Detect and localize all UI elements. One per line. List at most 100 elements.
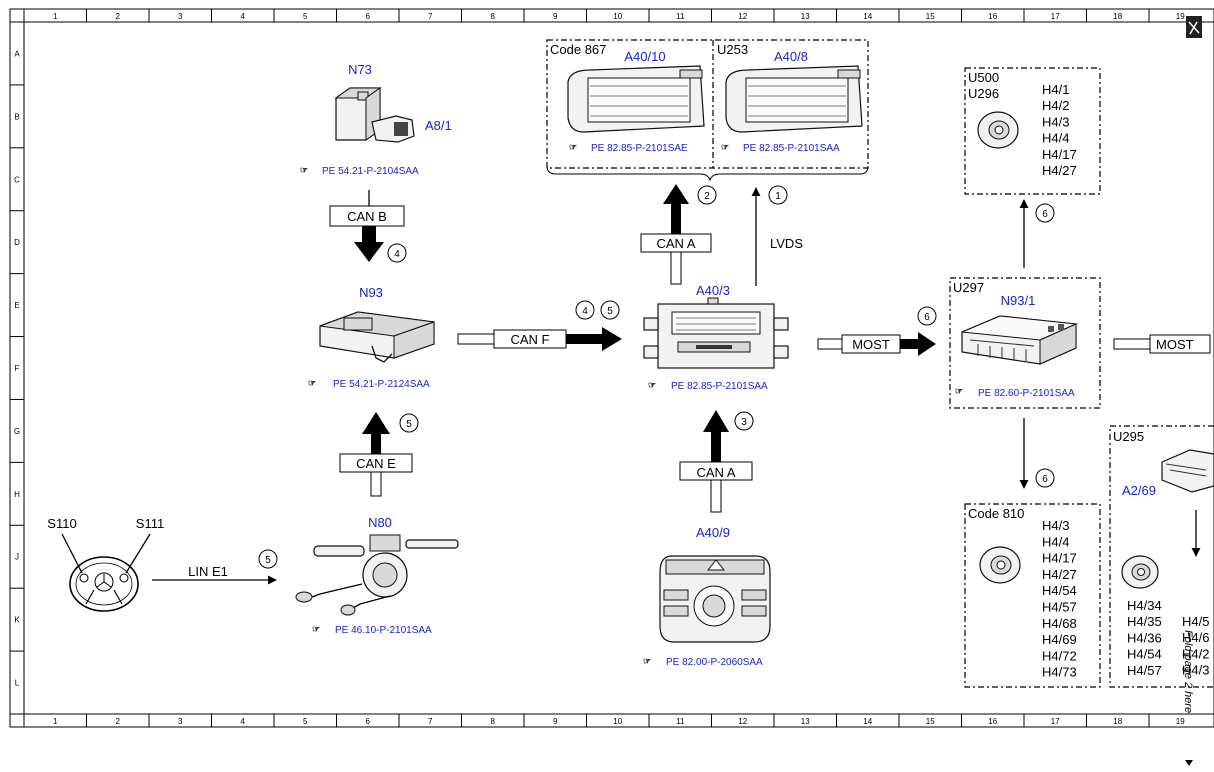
display-a40-10-icon [567,65,705,133]
lin-label: LIN E1 [188,564,228,579]
print-icon[interactable] [1186,16,1202,38]
speaker-list-u295-b: H4/5H4/6H4/2H4/3 [1182,614,1209,678]
a40-8-reference[interactable]: ☞ PE 82.85-P-2101SAA [721,142,840,154]
svg-text:PE 54.21-P-2124SAA: PE 54.21-P-2124SAA [333,379,430,390]
grid-col-label-bottom: 15 [926,717,935,726]
book-icon: ☞ [312,624,320,634]
audio-control-panel-icon [659,555,771,643]
grid-col-label-bottom: 2 [116,717,121,726]
marker-up-top-box: 6 [1042,209,1048,220]
marker-can-a-bottom: 3 [741,417,747,428]
arrow-up-icon [362,412,390,454]
svg-text:PE 54.21-P-2104SAA: PE 54.21-P-2104SAA [322,166,419,177]
grid-col-label-bottom: 16 [988,717,997,726]
svg-text:PE 82.60-P-2101SAA: PE 82.60-P-2101SAA [978,388,1075,399]
speaker-code: H4/4 [1042,534,1069,549]
grid-col-label-bottom: 3 [178,717,183,726]
s110-code: S110 [47,516,76,531]
grid-col-label-bottom: 10 [613,717,622,726]
speaker-code: H4/2 [1042,98,1069,113]
n80-reference[interactable]: ☞ PE 46.10-P-2101SAA [312,624,432,636]
lvds-label: LVDS [770,236,803,251]
speaker-code: H4/3 [1042,518,1069,533]
drawing-frame [9,8,1214,728]
grid-col-label-bottom: 6 [366,717,371,726]
control-unit-icon [319,311,435,363]
a40-9-code: A40/9 [696,525,730,540]
speaker-icon [1121,555,1159,589]
marker-can-f-b: 5 [607,306,613,317]
n93-reference[interactable]: ☞ PE 54.21-P-2124SAA [308,378,430,390]
grid-col-label-top: 7 [428,12,433,21]
fold-note: Fold page 2 here [1182,630,1194,766]
grid-row-label: D [14,238,20,247]
grid-col-label-top: 11 [676,12,685,21]
display-a40-8-icon [725,65,863,133]
n93-1-reference[interactable]: ☞ PE 82.60-P-2101SAA [955,386,1075,399]
speaker-code: H4/73 [1042,665,1077,680]
triangle-down-icon [1185,760,1193,766]
u253-label: U253 [717,42,748,57]
grid-col-label-bottom: 13 [801,717,810,726]
a40-3-code: A40/3 [696,283,730,298]
u295-label: U295 [1113,429,1144,444]
grid-col-label-top: 15 [926,12,935,21]
grid-col-label-bottom: 19 [1176,717,1185,726]
speaker-code: H4/57 [1127,663,1162,678]
a40-9-reference[interactable]: ☞ PE 82.00-P-2060SAA [643,656,763,668]
svg-text:PE 82.85-P-2101SAA: PE 82.85-P-2101SAA [743,143,840,154]
speaker-code: H4/35 [1127,614,1162,629]
a40-10-reference[interactable]: ☞ PE 82.85-P-2101SAE [569,142,688,154]
grid-col-label-top: 12 [738,12,747,21]
grid-col-label-top: 5 [303,12,308,21]
arrow-right-icon [566,327,622,351]
speaker-code: H4/5 [1182,614,1209,629]
grid-col-label-bottom: 5 [303,717,308,726]
svg-text:PE 82.85-P-2101SAE: PE 82.85-P-2101SAE [591,143,688,154]
grid-col-label-top: 6 [366,12,371,21]
speaker-icon [977,111,1019,149]
grid-col-label-bottom: 9 [553,717,558,726]
grid-col-label-top: 14 [863,12,872,21]
grid-row-label: B [14,112,19,121]
speaker-code: H4/34 [1127,598,1162,613]
n73-reference[interactable]: ☞ PE 54.21-P-2104SAA [300,165,419,177]
speaker-code: H4/36 [1127,630,1162,645]
svg-text:PE 46.10-P-2101SAA: PE 46.10-P-2101SAA [335,625,432,636]
marker-lvds: 1 [775,191,781,202]
grid-col-label-top: 1 [53,12,58,21]
book-icon: ☞ [955,386,963,396]
grid-col-label-top: 9 [553,12,558,21]
grid-col-label-top: 10 [613,12,622,21]
speaker-code: H4/4 [1042,131,1069,146]
arrow-up-icon [703,410,729,462]
ignition-switch-icon [334,87,415,143]
grid-row-label: E [14,301,19,310]
grid-row-label: F [15,364,20,373]
code-867-label: Code 867 [550,42,606,57]
can-f-label: CAN F [511,332,550,347]
grid-row-label: K [14,616,20,625]
speaker-code: H4/1 [1042,82,1069,97]
a40-3-reference[interactable]: ☞ PE 82.85-P-2101SAA [648,380,768,392]
speaker-code: H4/27 [1042,163,1077,178]
speaker-code: H4/68 [1042,616,1077,631]
u296-label: U296 [968,86,999,101]
grid-col-label-top: 8 [491,12,496,21]
grid-col-label-top: 19 [1176,12,1185,21]
can-a-bottom-label: CAN A [696,465,735,480]
speaker-option-box-bottom [964,503,1101,688]
svg-text:PE 82.00-P-2060SAA: PE 82.00-P-2060SAA [666,657,763,668]
speaker-code: H4/2 [1182,646,1209,661]
n93-1-code: N93/1 [1001,293,1036,308]
subwoofer-amplifier-icon [1161,449,1214,493]
subwoofer-option-box [1109,425,1214,688]
marker-can-a-top: 2 [704,191,710,202]
grid-col-label-bottom: 18 [1113,717,1122,726]
speaker-option-box-top [964,67,1101,195]
grid-col-label-bottom: 12 [738,717,747,726]
grid-col-label-bottom: 7 [428,717,433,726]
grid-col-label-bottom: 4 [241,717,246,726]
